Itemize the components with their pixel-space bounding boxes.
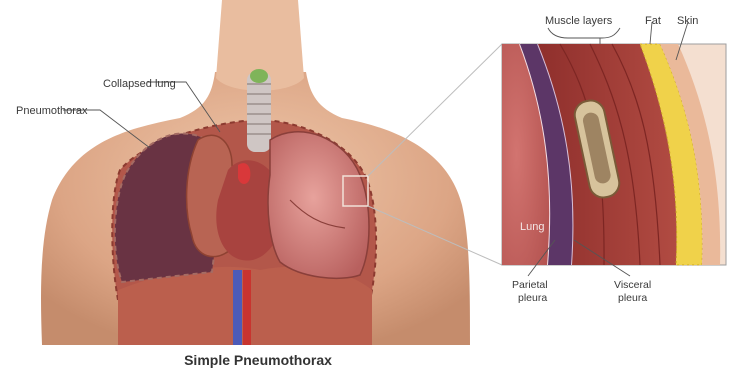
fat-label: Fat (645, 15, 661, 27)
collapsed-lung-label: Collapsed lung (103, 78, 176, 90)
visceral-pleura-label: pleura (618, 292, 647, 304)
artery-icon (243, 270, 251, 345)
leader-line (368, 44, 502, 176)
parietal-pleura-label: pleura (518, 292, 547, 304)
skin-label: Skin (677, 15, 698, 27)
visceral-pleura-label: Visceral (614, 279, 651, 291)
vein-icon (233, 270, 242, 345)
pneumothorax-label: Pneumothorax (16, 105, 88, 117)
figure-caption: Simple Pneumothorax (8, 352, 508, 368)
lung-inset-label: Lung (520, 221, 544, 233)
parietal-pleura-label: Parietal (512, 279, 548, 291)
trachea (247, 69, 271, 152)
muscle-layers-label: Muscle layers (545, 15, 613, 27)
